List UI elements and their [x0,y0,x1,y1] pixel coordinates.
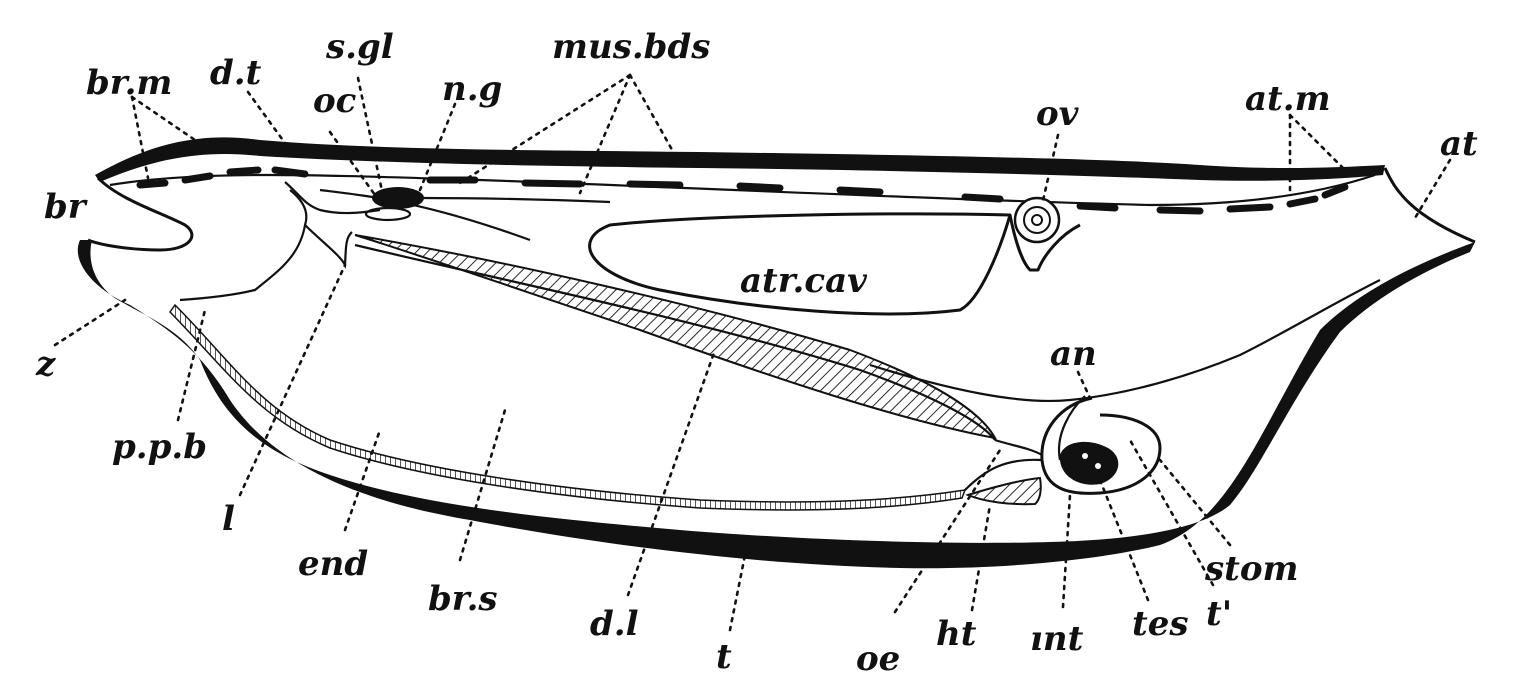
label-oc: oc [313,81,357,121]
label-at-m: at.m [1245,79,1331,119]
peripharyngeal-band [180,190,306,300]
label-mus-bds: mus.bds [552,27,710,67]
posterior-outline [1385,168,1475,242]
branchial-siphon [88,178,192,250]
label-t: t [716,637,732,677]
label-s-gl: s.gl [325,27,394,67]
label-atr-cav: atr.cav [740,261,868,301]
label-br: br [44,187,88,227]
label-int: ınt [1030,619,1084,659]
nerve-fibres [320,190,610,240]
label-stom: stom [1204,549,1299,589]
label-oe: oe [856,639,900,679]
velum-lip [305,225,352,265]
endostyle [170,305,965,510]
label-z: z [35,344,56,384]
ovary [1010,198,1080,270]
dorsal-lamina [355,235,995,438]
label-br-s: br.s [428,579,498,619]
label-d-l: d.l [590,604,639,644]
subneural-gland [366,208,410,220]
label-p-p-b: p.p.b [112,427,207,467]
label-tes: tes [1132,604,1188,644]
stomach-highlight-2 [1095,463,1101,469]
label-d-t: d.t [210,53,262,93]
stomach-highlight-1 [1082,453,1088,459]
label-l: l [222,499,235,539]
label-ht: ht [936,614,977,654]
label-br-m: br.m [86,63,172,103]
label-t-prime: t' [1206,594,1232,634]
label-an: an [1050,334,1097,374]
label-end: end [298,544,368,584]
label-at: at [1440,124,1478,164]
stomach-mass [1060,442,1118,485]
label-ov: ov [1036,94,1080,134]
label-n-g: n.g [442,69,502,109]
